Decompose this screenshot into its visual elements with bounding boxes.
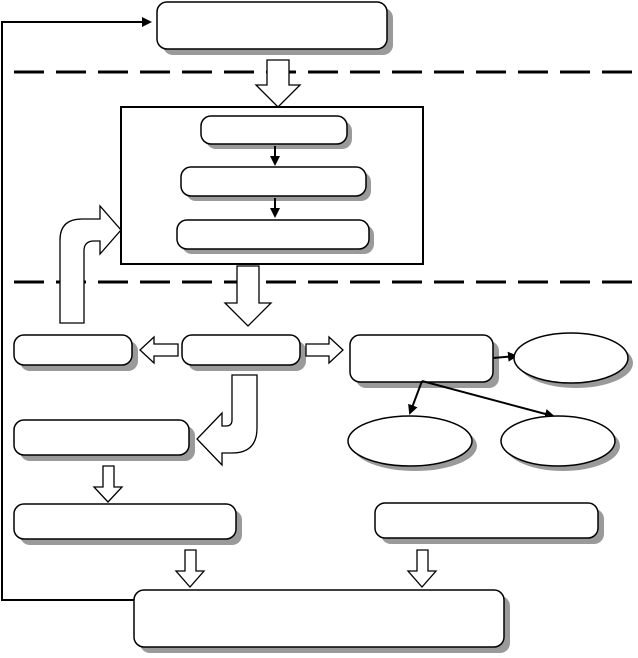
- low-left-node: [13, 503, 242, 545]
- ellipse-node-right: [513, 332, 633, 388]
- inner-node-2: [180, 166, 371, 201]
- hollow-arrow-top-to-frame: [254, 59, 302, 108]
- hollow-arrow-low-left-to-bottom: [174, 549, 206, 588]
- inner-node-3: [176, 219, 374, 254]
- hollow-arrow-center-to-right: [305, 335, 344, 365]
- branch-line-left: [408, 380, 423, 415]
- hollow-arrow-mid-left-to-low-left: [92, 465, 124, 503]
- feedback-loop-line: [1, 17, 152, 601]
- low-right-node: [374, 502, 604, 544]
- ellipse-node-bottom-left: [347, 415, 477, 471]
- center-node: [181, 334, 306, 371]
- ellipse-node-bottom-right: [500, 415, 620, 471]
- top-node: [156, 1, 393, 55]
- hollow-arrow-low-right-to-bottom: [406, 549, 438, 588]
- hollow-arrow-frame-to-center: [223, 265, 273, 327]
- right-node: [349, 334, 499, 388]
- mid-left-node: [13, 419, 195, 461]
- bottom-node: [133, 589, 510, 653]
- left-node: [13, 334, 138, 371]
- curved-arrow-center-to-mid-left: [196, 374, 258, 467]
- branch-line-right: [421, 380, 555, 419]
- curved-arrow-left-to-frame: [59, 204, 122, 324]
- arrow-right-to-ellipse: [492, 351, 518, 362]
- hollow-arrow-center-to-left: [139, 335, 179, 365]
- inner-node-1: [200, 115, 352, 149]
